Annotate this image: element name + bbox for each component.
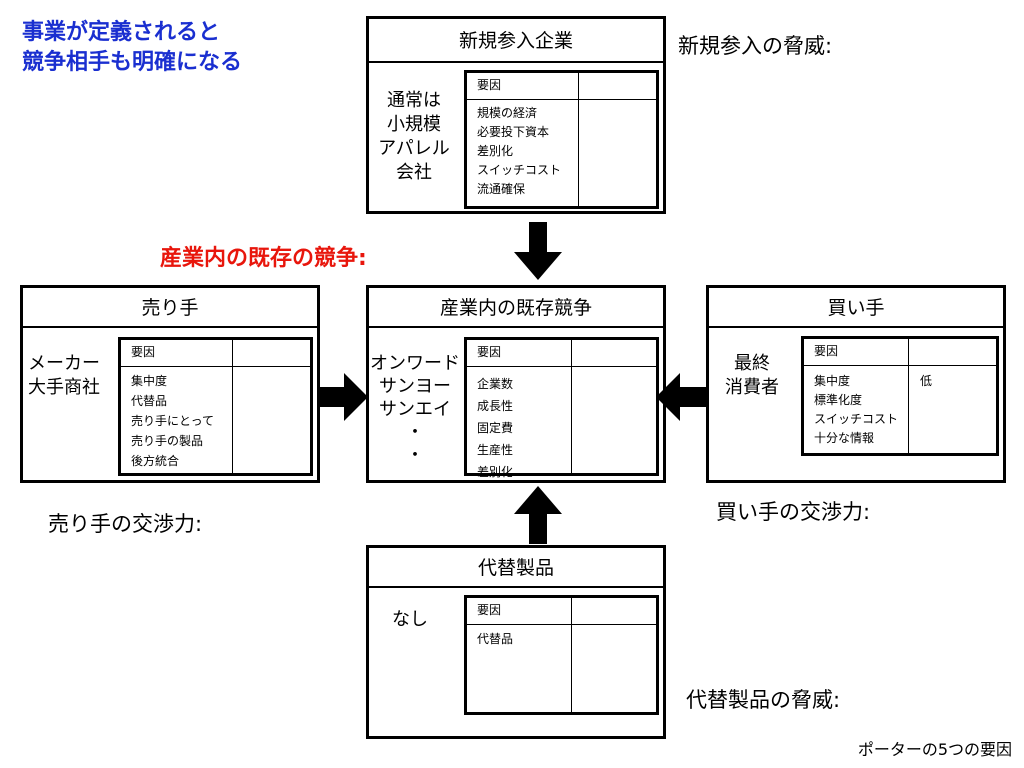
- factor-item: 十分な情報: [814, 431, 875, 445]
- rivalry-label: 産業内の既存の競争:: [160, 246, 367, 271]
- factor-item: 売り手の製品: [131, 434, 204, 448]
- substitutes-box: 代替製品 なし 要因 代替品: [366, 545, 666, 739]
- table-divider: [908, 339, 909, 453]
- factor-item: 売り手にとって: [131, 414, 215, 428]
- factor-item: 企業数: [477, 377, 514, 391]
- actor-line: メーカー: [28, 353, 100, 374]
- factor-list: 集中度 標準化度 スイッチコスト 十分な情報: [814, 372, 898, 448]
- factor-list: 企業数 成長性 固定費 生産性 差別化: [477, 373, 513, 483]
- factor-item: 規模の経済: [477, 106, 538, 120]
- table-header: 要因: [804, 339, 996, 366]
- factor-item: 生産性: [477, 443, 514, 457]
- actor-line: なし: [392, 609, 428, 630]
- new-entrants-title: 新規参入企業: [369, 19, 663, 63]
- actor-line: オンワード: [370, 353, 460, 374]
- table-divider: [571, 598, 572, 712]
- table-divider: [578, 73, 579, 206]
- new-entrants-actors: 通常は 小規模 アパレル 会社: [373, 89, 455, 185]
- sellers-actors: メーカー 大手商社: [23, 352, 105, 400]
- actor-line: 消費者: [725, 377, 779, 398]
- factor-item: 固定費: [477, 421, 514, 435]
- substitutes-title: 代替製品: [369, 548, 663, 588]
- buyers-title: 買い手: [709, 288, 1003, 328]
- factor-list: 代替品: [477, 630, 513, 649]
- headline-line-1: 事業が定義されると: [22, 20, 221, 45]
- rivalry-box: 産業内の既存競争 オンワード サンヨー サンエイ ・ ・ 要因 企業数 成長性 …: [366, 285, 666, 483]
- substitutes-factor-table: 要因 代替品: [464, 595, 659, 715]
- arrow-right-from-sellers: [318, 373, 368, 421]
- buyer-power-label: 買い手の交渉力:: [716, 500, 871, 524]
- arrow-left-from-buyers: [656, 373, 706, 421]
- actor-line: 最終: [734, 353, 770, 374]
- factor-item: スイッチコスト: [477, 163, 562, 177]
- factor-item: 集中度: [131, 374, 168, 388]
- factor-item: 差別化: [477, 144, 514, 158]
- concentration-value: 低: [920, 374, 933, 388]
- table-header: 要因: [467, 340, 656, 367]
- buyers-factor-table: 要因 集中度 標準化度 スイッチコスト 十分な情報 低: [801, 336, 999, 456]
- factor-item: 後方統合: [131, 454, 180, 468]
- headline: 事業が定義されると 競争相手も明確になる: [22, 18, 322, 78]
- rivalry-factor-table: 要因 企業数 成長性 固定費 生産性 差別化: [464, 337, 659, 479]
- actor-line: 小規模: [387, 114, 441, 135]
- actor-line: ・: [406, 445, 424, 466]
- table-header: 要因: [121, 340, 310, 367]
- actor-line: 会社: [396, 162, 432, 183]
- factor-item: 代替品: [477, 632, 514, 646]
- rivalry-actors: オンワード サンヨー サンエイ ・ ・: [369, 352, 461, 467]
- arrow-down-from-new-entrants: [514, 222, 562, 280]
- factor-item: スイッチコスト: [814, 412, 899, 426]
- table-header: 要因: [467, 73, 656, 100]
- factor-item: 成長性: [477, 399, 514, 413]
- factor-list: 規模の経済 必要投下資本 差別化 スイッチコスト 流通確保: [477, 104, 561, 199]
- new-entrants-factor-table: 要因 規模の経済 必要投下資本 差別化 スイッチコスト 流通確保: [464, 70, 659, 209]
- substitute-threat-label: 代替製品の脅威:: [686, 688, 841, 712]
- headline-line-2: 競争相手も明確になる: [22, 50, 243, 75]
- actor-line: アパレル: [378, 138, 450, 159]
- buyers-box: 買い手 最終 消費者 要因 集中度 標準化度 スイッチコスト 十分な情報 低: [706, 285, 1006, 483]
- new-entry-threat-label: 新規参入の脅威:: [678, 34, 833, 58]
- table-divider: [232, 340, 233, 473]
- actor-line: サンエイ: [379, 399, 451, 420]
- table-divider: [571, 340, 572, 473]
- actor-line: ・: [406, 422, 424, 443]
- table-header: 要因: [467, 598, 656, 625]
- new-entrants-box: 新規参入企業 通常は 小規模 アパレル 会社 要因 規模の経済 必要投下資本 差…: [366, 16, 666, 214]
- rivalry-title: 産業内の既存競争: [369, 288, 663, 328]
- substitutes-actors: なし: [375, 608, 445, 632]
- buyers-actors: 最終 消費者: [713, 352, 791, 400]
- figure-caption: ポーターの5つの要因: [857, 740, 1012, 759]
- factor-item: 流通確保: [477, 182, 526, 196]
- factor-list: 集中度 代替品 売り手にとって 売り手の製品 後方統合: [131, 371, 214, 471]
- seller-power-label: 売り手の交渉力:: [48, 512, 203, 536]
- factor-item: 差別化: [477, 465, 514, 479]
- sellers-box: 売り手 メーカー 大手商社 要因 集中度 代替品 売り手にとって 売り手の製品 …: [20, 285, 320, 483]
- factor-item: 必要投下資本: [477, 125, 550, 139]
- factor-item: 標準化度: [814, 393, 863, 407]
- factor-item: 代替品: [131, 394, 168, 408]
- arrow-up-from-substitutes: [514, 486, 562, 544]
- factor-item: 集中度: [814, 374, 851, 388]
- actor-line: サンヨー: [379, 376, 451, 397]
- actor-line: 大手商社: [28, 377, 100, 398]
- sellers-title: 売り手: [23, 288, 317, 328]
- actor-line: 通常は: [387, 90, 441, 111]
- sellers-factor-table: 要因 集中度 代替品 売り手にとって 売り手の製品 後方統合: [118, 337, 313, 476]
